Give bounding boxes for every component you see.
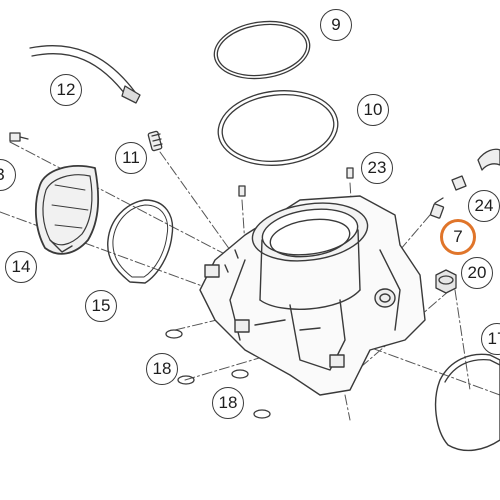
callout-10[interactable]: 10 [357, 94, 389, 126]
o-ring-9 [213, 20, 311, 80]
callout-15[interactable]: 15 [85, 290, 117, 322]
callout-7-highlighted[interactable]: 7 [440, 219, 476, 255]
callout-17[interactable]: 17 [481, 323, 500, 355]
callout-14[interactable]: 14 [5, 251, 37, 283]
studs [238, 167, 354, 197]
fitting-24 [451, 148, 500, 191]
callout-18-lower[interactable]: 18 [212, 387, 244, 419]
gasket-15 [107, 199, 174, 284]
cylinder-body [199, 195, 426, 396]
hose-12 [29, 45, 141, 104]
callout-9[interactable]: 9 [320, 9, 352, 41]
bolt-3 [9, 132, 29, 142]
callout-11[interactable]: 11 [115, 142, 147, 174]
gasket-17 [434, 353, 500, 452]
o-ring-10 [217, 90, 339, 166]
callout-18-upper[interactable]: 18 [146, 353, 178, 385]
callout-24[interactable]: 24 [468, 190, 500, 222]
washers-18 [165, 329, 271, 419]
nipple-11 [147, 130, 163, 152]
callout-12[interactable]: 12 [50, 74, 82, 106]
fitting-7 [429, 197, 445, 219]
nut-20 [435, 269, 457, 294]
callout-23[interactable]: 23 [361, 152, 393, 184]
callout-20[interactable]: 20 [461, 257, 493, 289]
cover-14 [35, 165, 99, 255]
